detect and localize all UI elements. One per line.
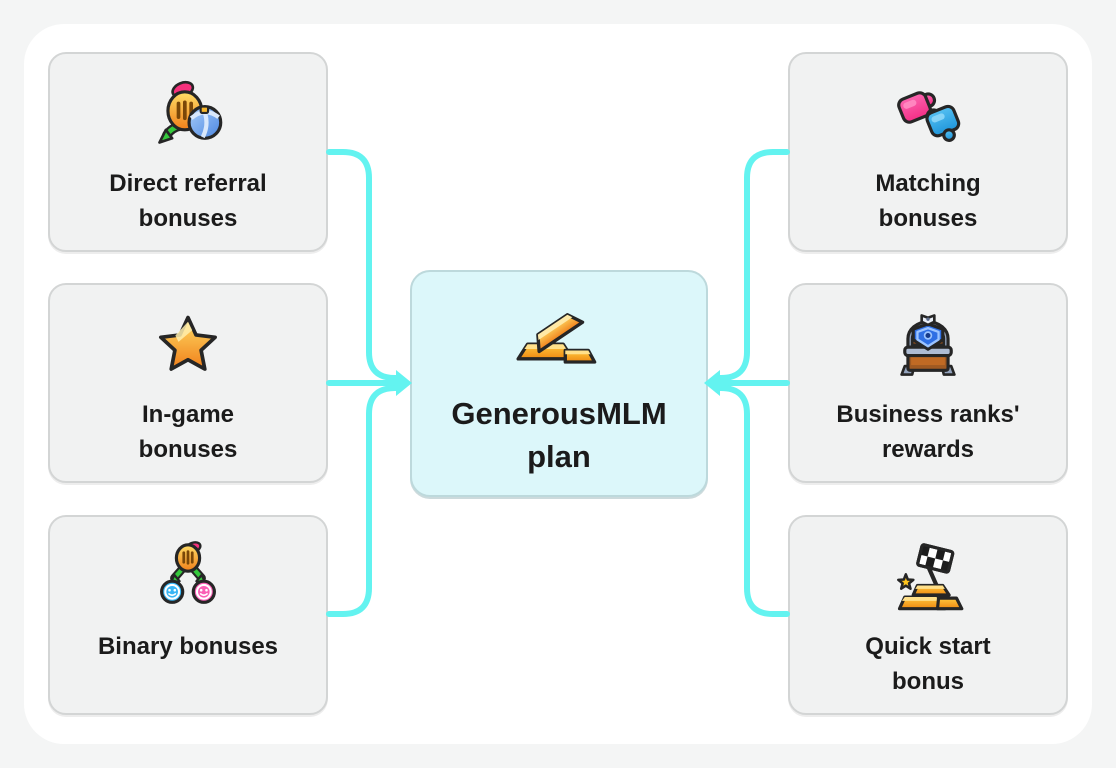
treasure-chest-icon: [890, 301, 966, 389]
center-title: GenerousMLM plan: [451, 396, 667, 474]
finish-flag-gold-icon: [890, 533, 966, 621]
node-business-ranks-rewards: Business ranks'rewards: [788, 283, 1068, 483]
puzzle-pieces-icon: [890, 70, 966, 158]
node-label: Binary bonuses: [97, 633, 279, 660]
gold-bars-icon: [515, 296, 603, 384]
node-label: Business ranks'rewards: [836, 401, 1020, 463]
star-icon: [150, 301, 226, 389]
node-generous-mlm-plan: GenerousMLM plan: [410, 270, 708, 497]
node-binary-bonuses: Binary bonuses: [48, 515, 328, 715]
binary-team-icon: [150, 533, 226, 621]
referral-helmets-icon: [150, 70, 226, 158]
